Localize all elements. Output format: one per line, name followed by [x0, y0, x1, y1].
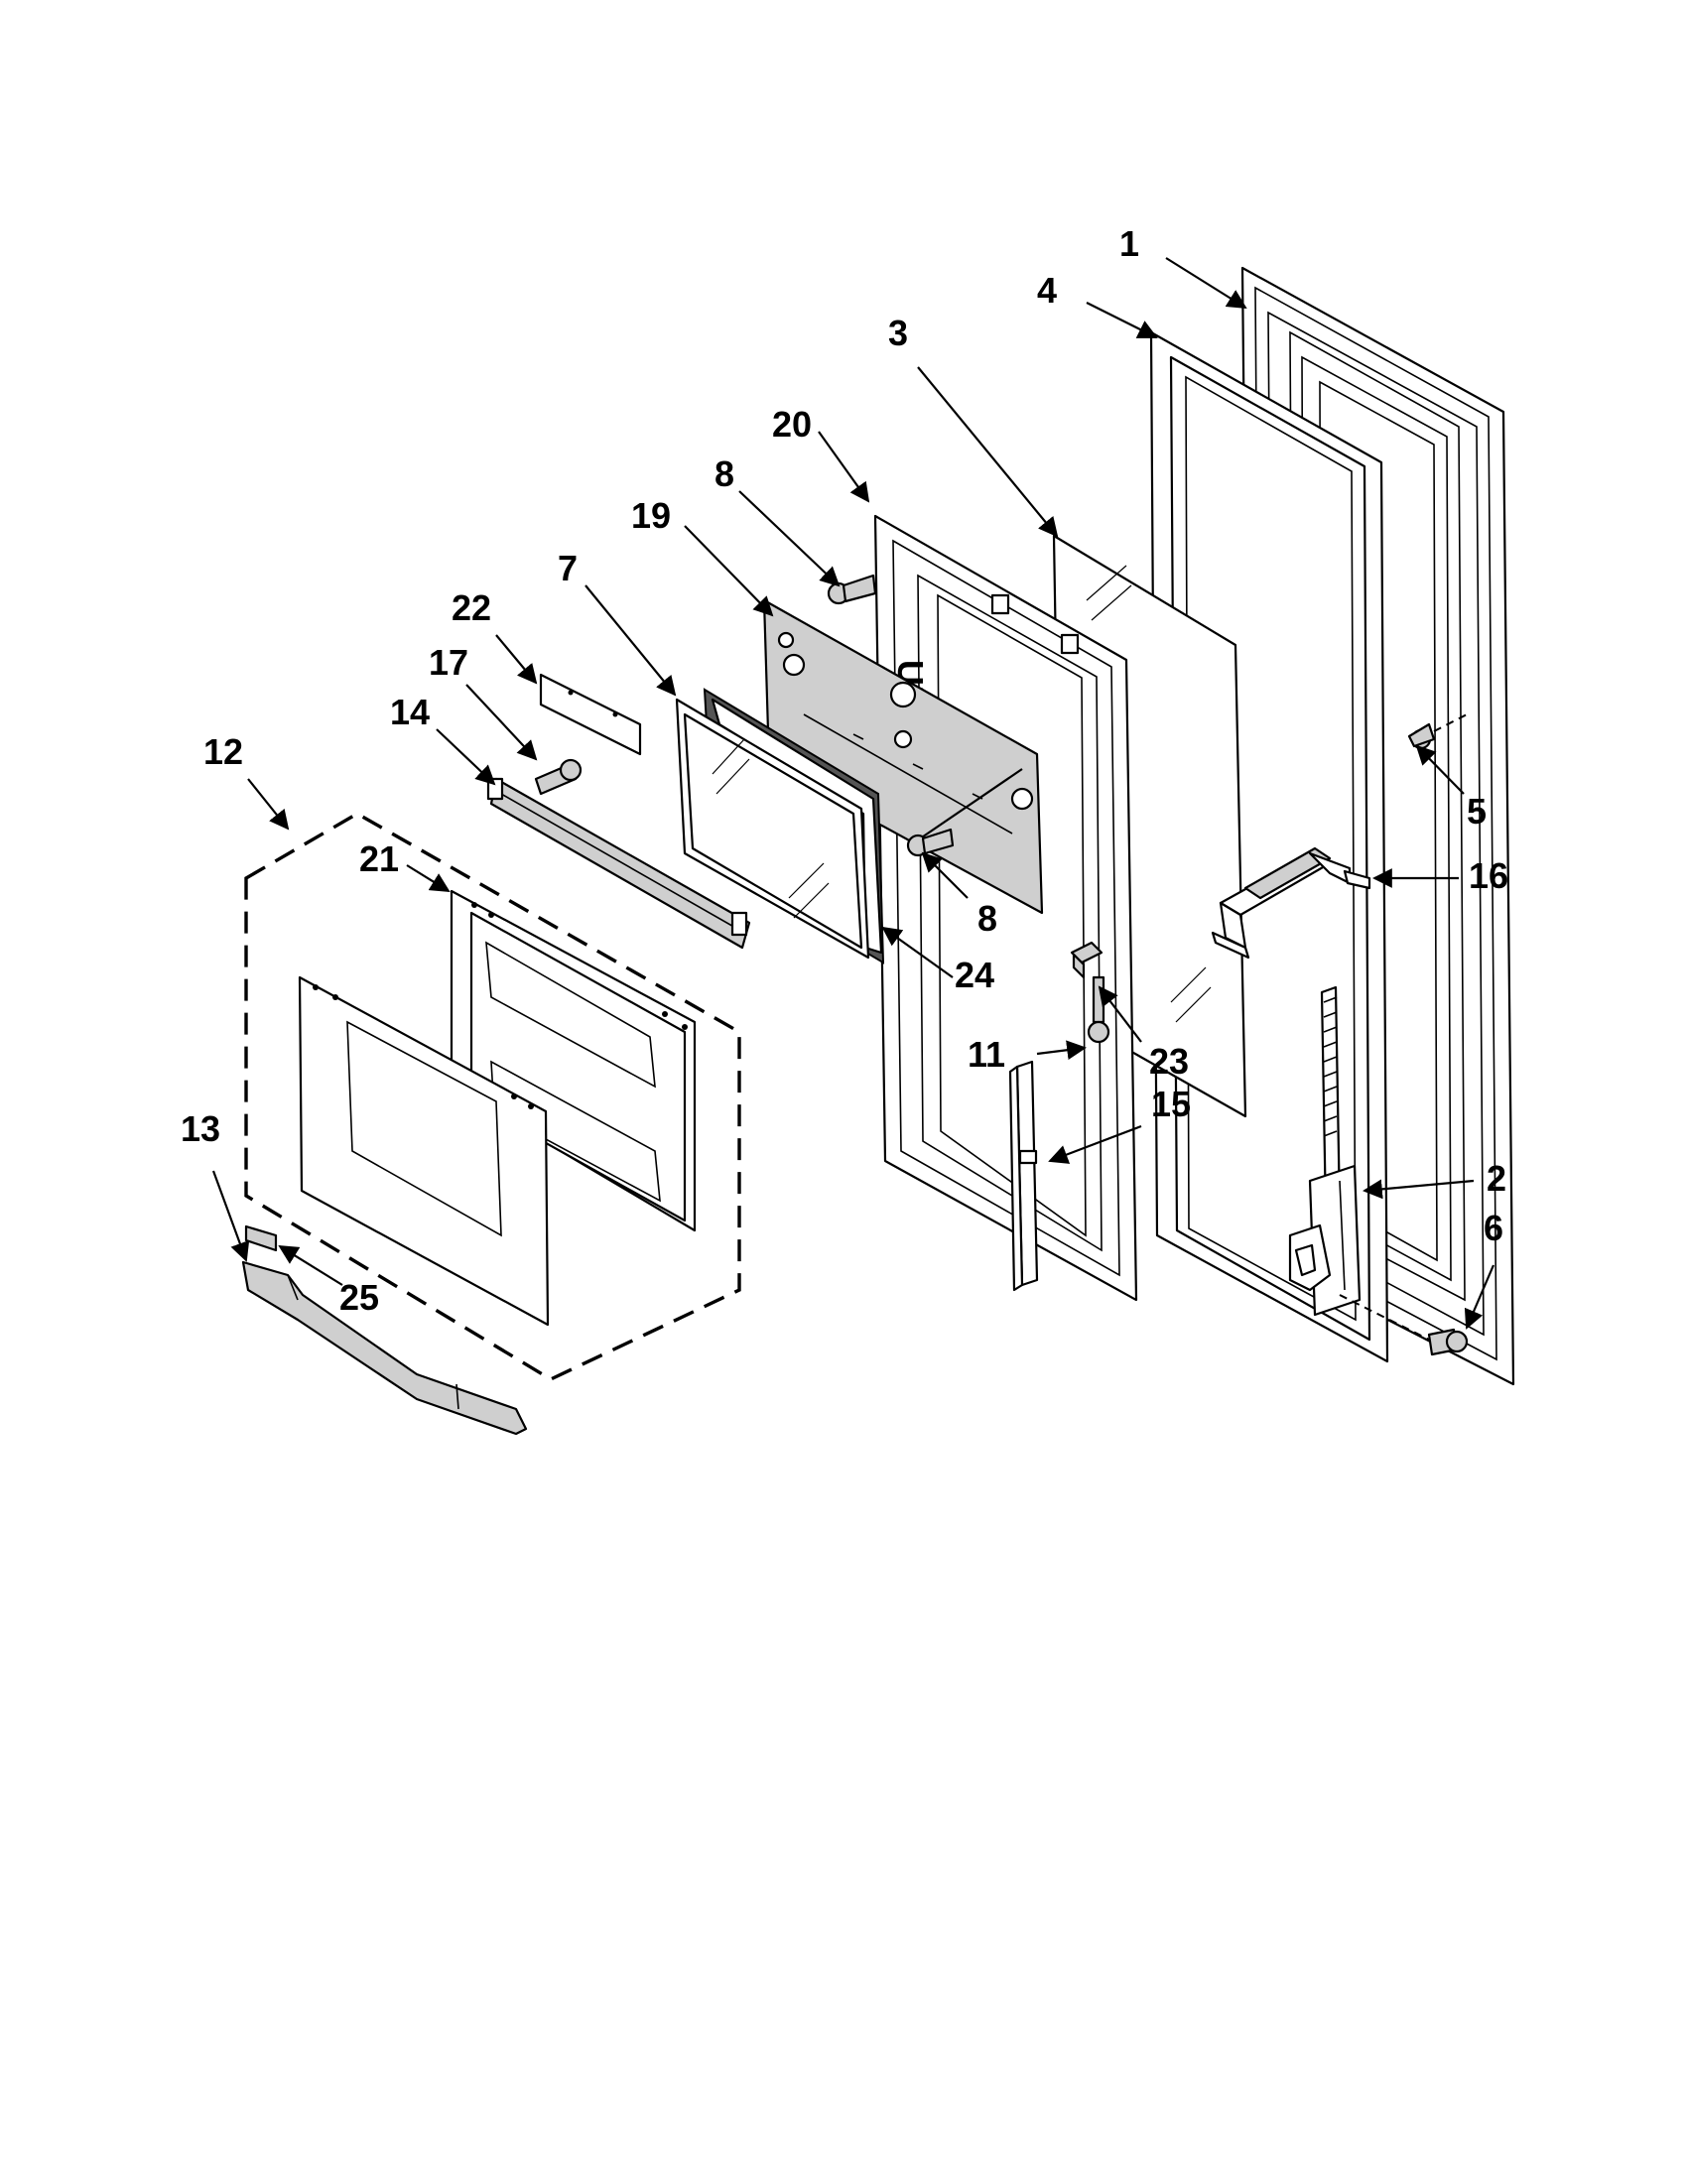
leader-1 [1165, 257, 1247, 310]
leader-14 [436, 728, 496, 786]
part-13-handle [241, 1260, 528, 1436]
leader-5 [1415, 744, 1465, 795]
part-2-hinge [1288, 985, 1430, 1341]
callout-20: 20 [772, 404, 812, 445]
callout-3: 3 [888, 313, 908, 353]
leader-24 [881, 926, 954, 978]
part-6-screw [1427, 1328, 1469, 1356]
callout-16: 16 [1469, 855, 1508, 896]
callout-19: 19 [631, 495, 671, 536]
leader-25 [278, 1244, 343, 1286]
callout-8-lower: 8 [977, 898, 997, 939]
callout-13: 13 [181, 1108, 220, 1149]
leader-11 [1036, 1040, 1087, 1061]
part-8-screw-upper [827, 574, 877, 605]
leader-20 [818, 431, 870, 503]
leader-8-upper [738, 490, 841, 587]
part-17-screw [534, 758, 583, 796]
callout-15: 15 [1151, 1084, 1191, 1124]
outer-door-glass-panel [298, 975, 550, 1327]
part-14-hinge-channel [486, 777, 751, 950]
leader-lines [211, 257, 1495, 1330]
leader-2 [1363, 1179, 1475, 1200]
leader-3 [917, 366, 1059, 538]
callout-labels: 1 2 3 4 5 6 7 8 8 11 12 13 14 15 16 17 1… [181, 223, 1508, 1318]
callout-4: 4 [1037, 270, 1057, 311]
leader-23 [1098, 985, 1142, 1043]
part-22-bracket [539, 673, 642, 756]
part-15-vertical-strip [1008, 1060, 1039, 1292]
callout-8-upper: 8 [714, 453, 734, 494]
callout-14: 14 [390, 692, 430, 732]
callout-5: 5 [1467, 791, 1487, 832]
leader-4 [1086, 302, 1158, 338]
callout-6: 6 [1484, 1208, 1503, 1248]
part-21-outer-door-frame [450, 889, 697, 1232]
callout-2: 2 [1487, 1158, 1506, 1199]
callout-21: 21 [359, 838, 399, 879]
leader-13 [211, 1170, 250, 1262]
leader-21 [406, 864, 451, 893]
callout-17: 17 [429, 642, 468, 683]
leader-22 [495, 634, 538, 685]
leader-17 [465, 684, 538, 761]
leader-6 [1464, 1264, 1495, 1330]
leader-12 [247, 778, 290, 831]
part-16-bracket [1211, 846, 1371, 960]
part-19-vent-bracket [762, 598, 1044, 915]
callout-23: 23 [1149, 1041, 1189, 1082]
leader-8-lower [921, 851, 969, 899]
leader-7 [584, 584, 677, 697]
part-8-screw-lower [906, 828, 955, 857]
part-23-clip [1070, 941, 1104, 979]
callout-11: 11 [968, 1034, 1005, 1075]
leader-15 [1048, 1124, 1142, 1164]
callout-25: 25 [339, 1277, 379, 1318]
callout-22: 22 [452, 587, 491, 628]
leader-19 [684, 525, 774, 617]
part-7-middle-glass [675, 698, 870, 960]
callout-7: 7 [558, 548, 578, 588]
callout-24: 24 [955, 955, 994, 995]
part-12-outer-door-assembly [244, 812, 741, 1381]
callout-1: 1 [1119, 223, 1139, 264]
callout-12: 12 [203, 731, 243, 772]
part-25-badge [244, 1224, 278, 1252]
